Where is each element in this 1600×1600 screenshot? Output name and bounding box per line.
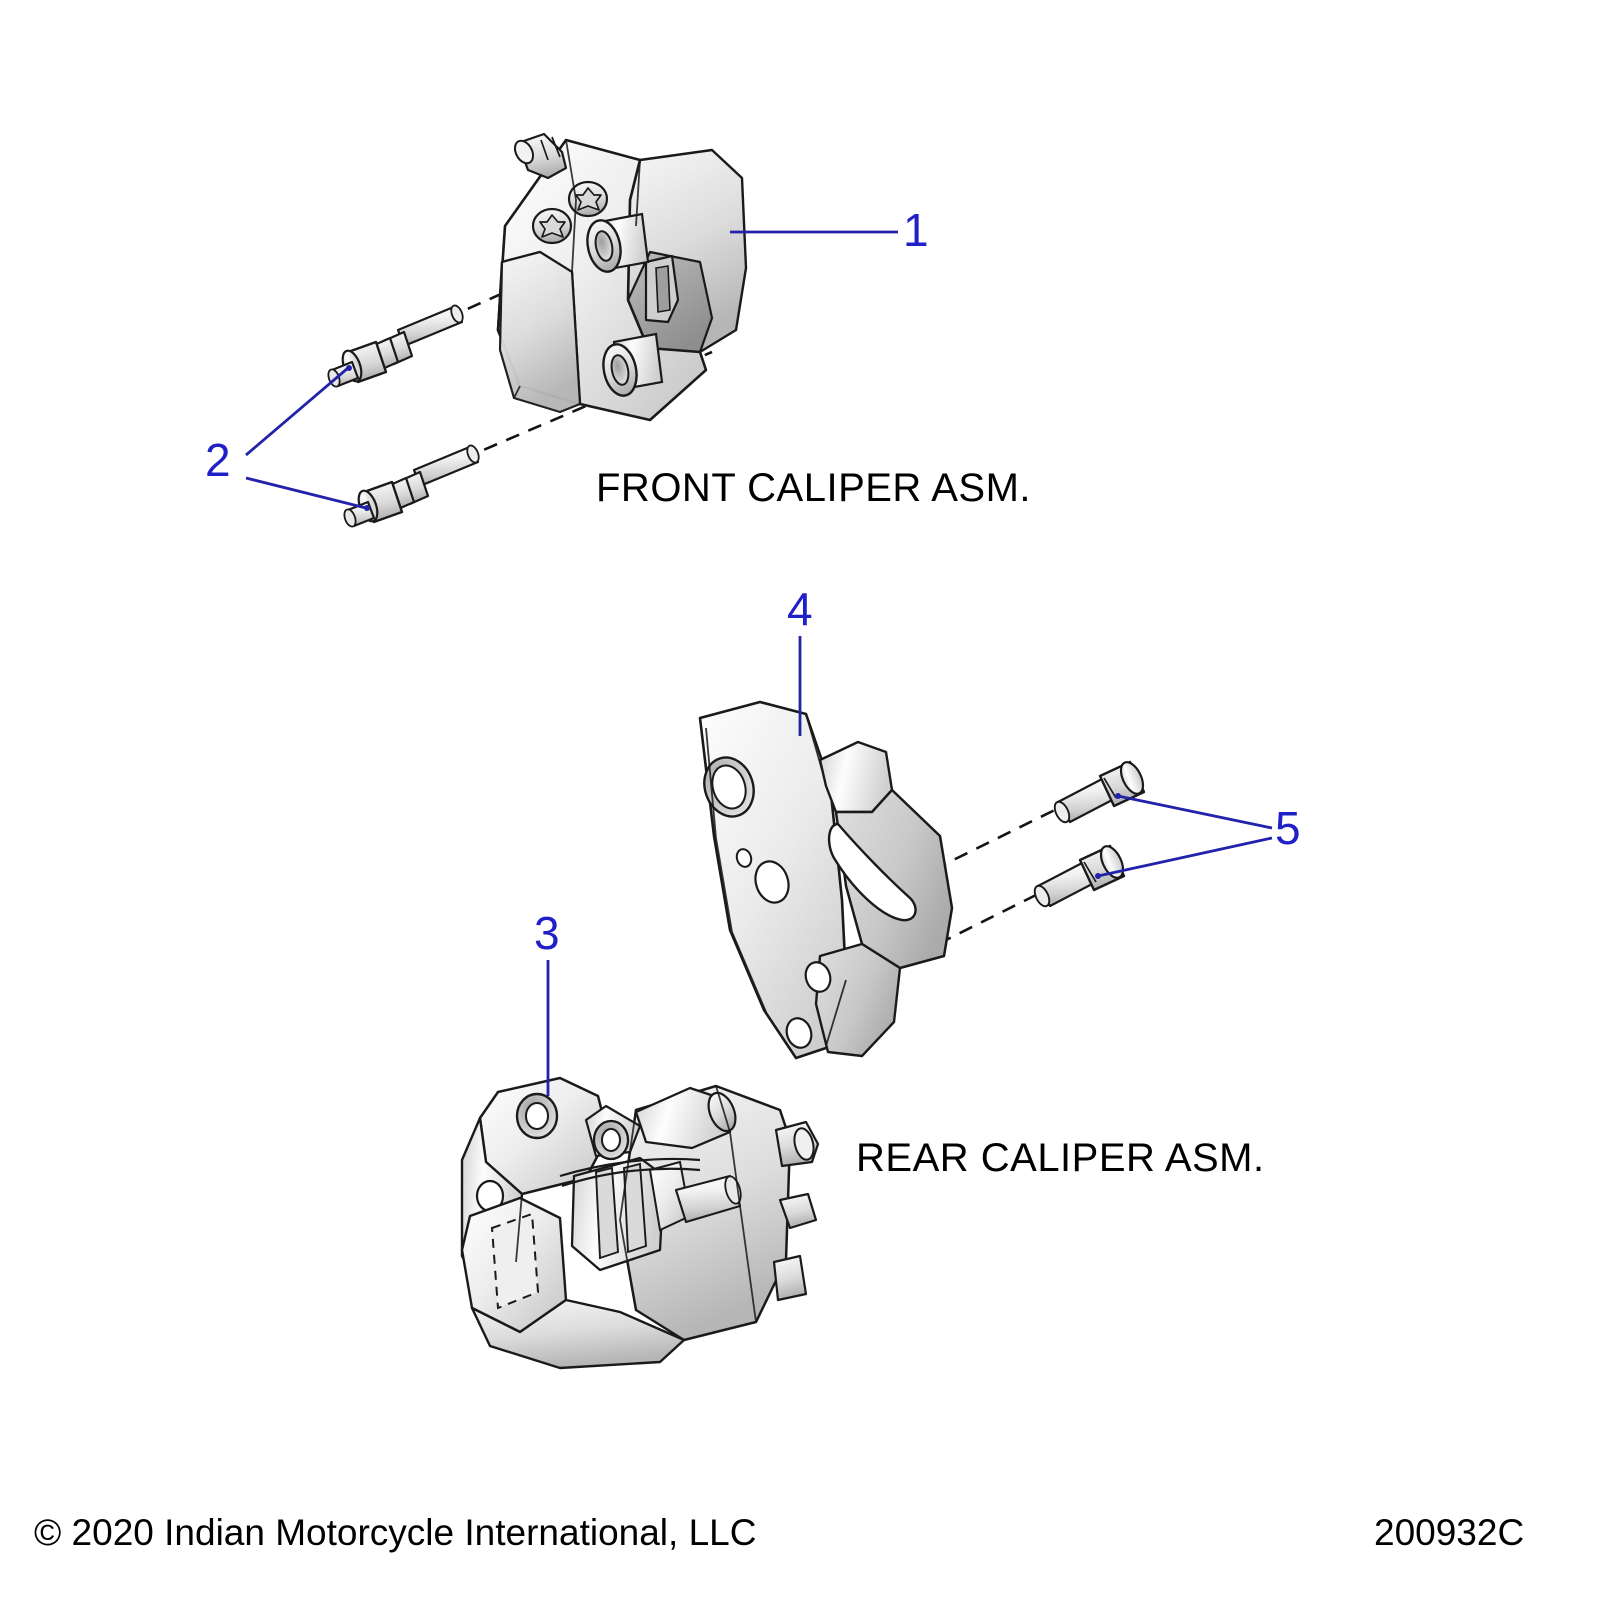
front-caliper-torx-screw-upper: [567, 180, 609, 218]
front-caliper-assembly-group: [245, 132, 898, 528]
rear-caliper-bracket: [698, 700, 954, 1060]
rear-caliper-body: [460, 1076, 820, 1370]
rear-leader-arrowheads: [1095, 793, 1121, 879]
front-caliper-pin-lower: [343, 444, 480, 528]
rear-caliper-bolt-upper: [1053, 760, 1146, 824]
leader-line-5b: [1097, 836, 1273, 878]
front-leader-lines: [245, 230, 898, 510]
front-caliper-bleeder-valve: [513, 132, 568, 180]
callout-number-5[interactable]: 5: [1275, 802, 1301, 854]
rear-caliper-assembly-group: [460, 636, 1273, 1370]
front-assembly-label: FRONT CALIPER ASM.: [596, 466, 1032, 510]
callout-number-3[interactable]: 3: [534, 907, 560, 959]
bracket-hole-upper: [703, 756, 755, 818]
bracket-hole-middle: [754, 860, 790, 904]
front-caliper-lower-bore: [602, 332, 664, 397]
leader-line-5a: [1117, 794, 1273, 830]
rear-caliper-fitting: [772, 1120, 820, 1302]
front-caliper-body: [496, 132, 748, 422]
callout-number-4[interactable]: 4: [787, 583, 813, 635]
leader-line-2a: [245, 366, 349, 457]
bracket-hole-lower-2: [785, 1017, 813, 1049]
front-caliper-upper-bore: [586, 212, 650, 273]
bracket-hole-lower-1: [804, 961, 832, 993]
rear-caliper-bolt-lower: [1033, 844, 1126, 908]
callout-number-1[interactable]: 1: [903, 204, 929, 256]
bracket-hole-small: [735, 848, 753, 868]
leader-line-2b: [245, 476, 367, 510]
copyright-notice: © 2020 Indian Motorcycle International, …: [34, 1512, 757, 1553]
rear-leader-lines: [546, 636, 1273, 1096]
callout-number-2[interactable]: 2: [205, 434, 231, 486]
front-caliper-pin-upper: [327, 304, 464, 388]
sheet-number: 200932C: [1374, 1512, 1525, 1553]
front-caliper-torx-screw-lower: [531, 207, 573, 245]
front-leader-arrowheads: [346, 365, 370, 511]
rear-assembly-label: REAR CALIPER ASM.: [856, 1136, 1265, 1180]
